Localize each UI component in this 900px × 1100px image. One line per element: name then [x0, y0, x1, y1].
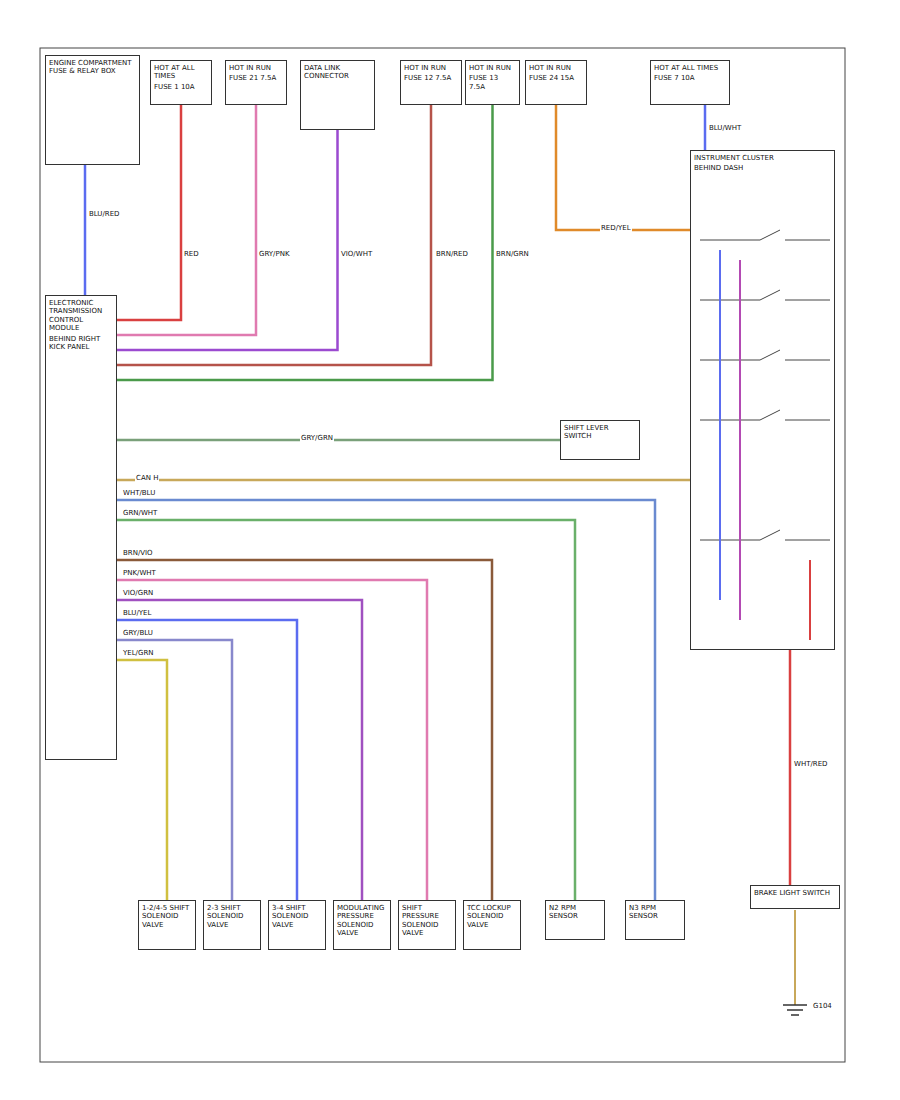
component-box: 2-3 SHIFT SOLENOID VALVE	[203, 900, 261, 950]
component-box: 3-4 SHIFT SOLENOID VALVE	[268, 900, 326, 950]
wire	[117, 580, 427, 900]
component-label: HOT IN RUN	[229, 64, 283, 72]
wire	[789, 650, 792, 885]
wire-color-code: BLU/WHT	[708, 124, 742, 132]
component-label: FUSE 21 7.5A	[229, 74, 283, 82]
component-box: INSTRUMENT CLUSTER BEHIND DASH	[690, 150, 835, 650]
wire-color-code: RED	[183, 250, 200, 258]
component-box: N3 RPM SENSOR	[625, 900, 685, 940]
wire	[84, 165, 87, 295]
wire	[117, 640, 232, 900]
component-box: BRAKE LIGHT SWITCH	[750, 885, 840, 909]
component-label: TCC LOCKUP SOLENOID VALVE	[467, 904, 517, 929]
component-label: BEHIND DASH	[694, 164, 831, 172]
component-box: SHIFT PRESSURE SOLENOID VALVE	[398, 900, 456, 950]
wire-color-code: GRY/PNK	[258, 250, 291, 258]
component-label: ENGINE COMPARTMENT FUSE & RELAY BOX	[49, 59, 136, 76]
component-label: SHIFT LEVER SWITCH	[564, 424, 636, 441]
wire-color-code: GRN/WHT	[122, 509, 158, 517]
component-label: HOT AT ALL TIMES	[654, 64, 726, 72]
wire-color-code: PNK/WHT	[122, 569, 157, 577]
wire	[117, 105, 431, 365]
wire-color-code: GRY/GRN	[300, 434, 334, 442]
component-box: TCC LOCKUP SOLENOID VALVE	[463, 900, 521, 950]
wire-color-code: GRY/BLU	[122, 629, 154, 637]
component-box: HOT IN RUN FUSE 21 7.5A	[225, 60, 287, 105]
page-frame	[40, 48, 845, 1062]
component-box: HOT AT ALL TIMES FUSE 1 10A	[150, 60, 212, 105]
wire-color-code: WHT/BLU	[122, 489, 156, 497]
wire-color-code: G104	[812, 1002, 833, 1010]
component-label: HOT IN RUN	[529, 64, 583, 72]
component-label: HOT IN RUN	[469, 64, 516, 72]
component-label: FUSE 13 7.5A	[469, 74, 516, 91]
component-box: DATA LINK CONNECTOR	[300, 60, 375, 130]
component-label: BRAKE LIGHT SWITCH	[754, 889, 836, 897]
component-box: N2 RPM SENSOR	[545, 900, 605, 940]
component-label: N3 RPM SENSOR	[629, 904, 681, 921]
harness-wires	[720, 250, 810, 640]
wire-color-code: WHT/RED	[793, 760, 829, 768]
component-box: HOT IN RUN FUSE 13 7.5A	[465, 60, 520, 105]
wire	[556, 105, 690, 230]
wire	[117, 479, 690, 482]
component-box: MODULATING PRESSURE SOLENOID VALVE	[333, 900, 391, 950]
component-box: ELECTRONIC TRANSMISSION CONTROL MODULE BE…	[45, 295, 117, 760]
component-label: 2-3 SHIFT SOLENOID VALVE	[207, 904, 257, 929]
component-label: FUSE 12 7.5A	[404, 74, 458, 82]
component-label: HOT AT ALL TIMES	[154, 64, 208, 81]
component-label: 3-4 SHIFT SOLENOID VALVE	[272, 904, 322, 929]
wire-color-code: RED/YEL	[600, 224, 632, 232]
wire	[117, 660, 167, 900]
component-box: HOT IN RUN FUSE 12 7.5A	[400, 60, 462, 105]
component-label: SHIFT PRESSURE SOLENOID VALVE	[402, 904, 452, 938]
component-label: FUSE 1 10A	[154, 83, 208, 91]
wire	[117, 600, 362, 900]
component-label: FUSE 24 15A	[529, 74, 583, 82]
component-box: ENGINE COMPARTMENT FUSE & RELAY BOX	[45, 55, 140, 165]
wire-color-code: VIO/GRN	[122, 589, 154, 597]
wire	[117, 520, 575, 900]
wire-color-code: VIO/WHT	[340, 250, 373, 258]
component-label: N2 RPM SENSOR	[549, 904, 601, 921]
component-label: HOT IN RUN	[404, 64, 458, 72]
component-label: 1-2/4-5 SHIFT SOLENOID VALVE	[142, 904, 192, 929]
component-label: FUSE 7 10A	[654, 74, 726, 82]
component-box: SHIFT LEVER SWITCH	[560, 420, 640, 460]
component-label: DATA LINK CONNECTOR	[304, 64, 371, 81]
component-label: MODULATING PRESSURE SOLENOID VALVE	[337, 904, 387, 938]
component-label: BEHIND RIGHT KICK PANEL	[49, 335, 113, 352]
component-label: INSTRUMENT CLUSTER	[694, 154, 831, 162]
wire-color-code: BRN/GRN	[495, 250, 530, 258]
wire-color-code: BLU/RED	[88, 210, 121, 218]
component-label: ELECTRONIC TRANSMISSION CONTROL MODULE	[49, 299, 113, 333]
wire	[117, 560, 492, 900]
wire	[117, 620, 297, 900]
wire	[117, 130, 338, 350]
component-box: HOT AT ALL TIMES FUSE 7 10A	[650, 60, 730, 105]
wire	[117, 500, 655, 900]
wire	[117, 105, 493, 380]
wire-color-code: BRN/RED	[435, 250, 469, 258]
ground-symbol	[783, 910, 807, 1015]
wire	[704, 105, 707, 150]
wire-color-code: BRN/VIO	[122, 549, 154, 557]
wire	[117, 439, 560, 442]
wire-color-code: YEL/GRN	[122, 649, 154, 657]
component-box: 1-2/4-5 SHIFT SOLENOID VALVE	[138, 900, 196, 950]
component-box: HOT IN RUN FUSE 24 15A	[525, 60, 587, 105]
wire-color-code: CAN H	[135, 474, 159, 482]
wire-color-code: BLU/YEL	[122, 609, 152, 617]
